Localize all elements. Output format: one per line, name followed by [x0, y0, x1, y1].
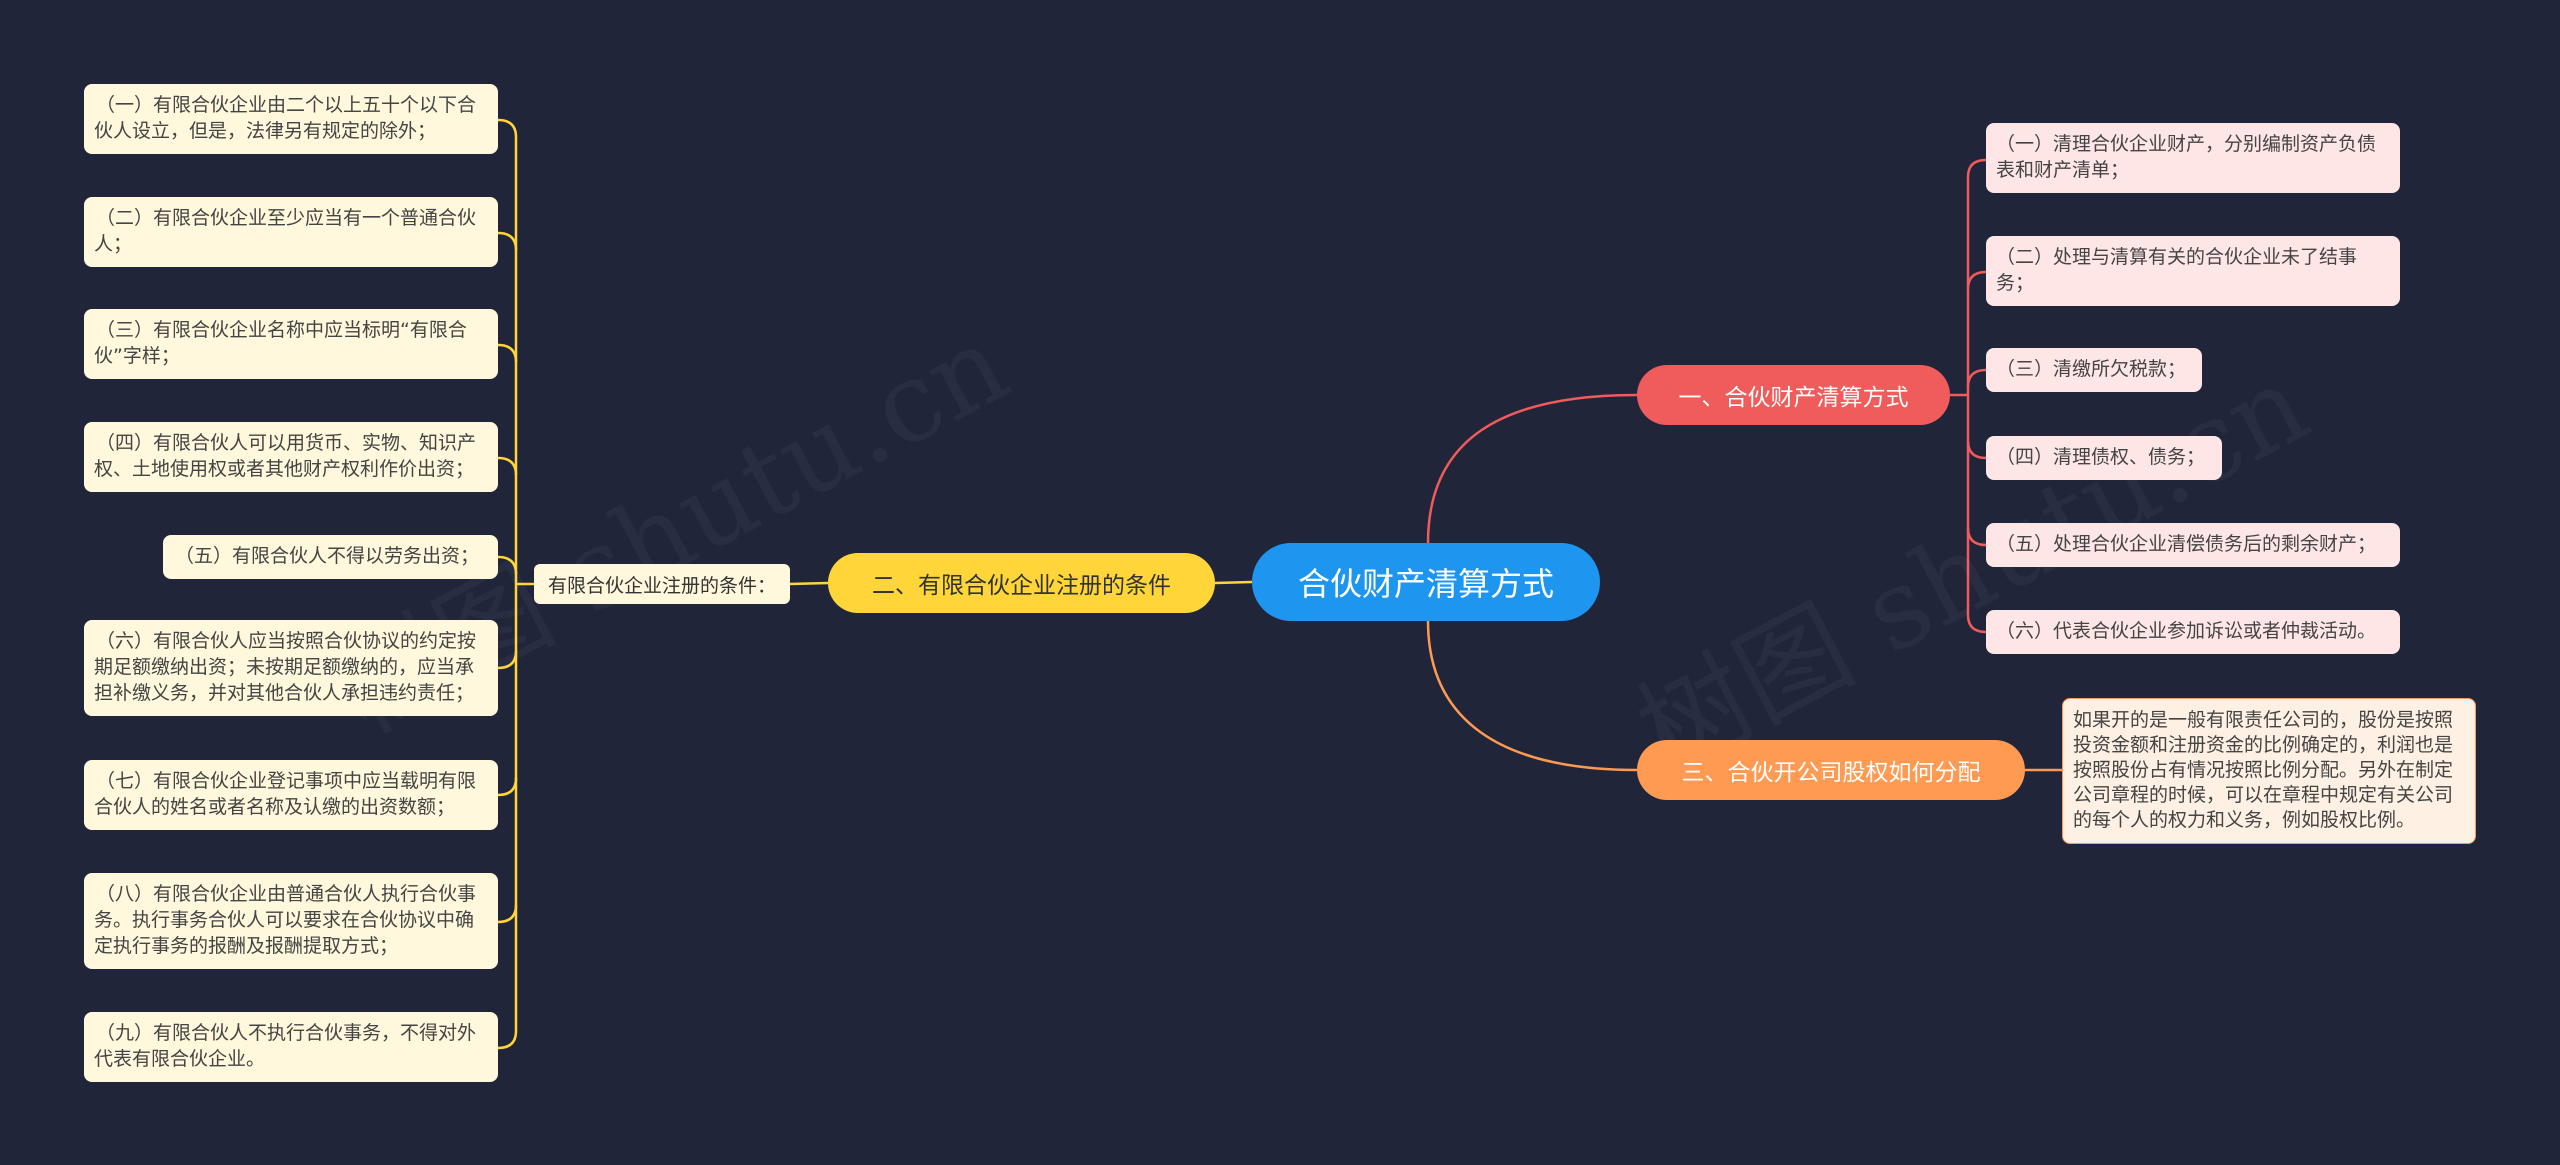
leaf-condition-4[interactable]: （四）有限合伙人可以用货币、实物、知识产权、土地使用权或者其他财产权利作价出资；: [84, 422, 498, 492]
leaf-equity-distribution[interactable]: 如果开的是一般有限责任公司的，股份是按照投资金额和注册资金的比例确定的，利润也是…: [2062, 698, 2476, 844]
leaf-method-6[interactable]: （六）代表合伙企业参加诉讼或者仲裁活动。: [1986, 610, 2400, 654]
leaf-condition-3[interactable]: （三）有限合伙企业名称中应当标明“有限合伙”字样；: [84, 309, 498, 379]
red-tick-1: [1966, 158, 1987, 178]
yellow-tick-8: [497, 904, 518, 924]
leaf-condition-8[interactable]: （八）有限合伙企业由普通合伙人执行合伙事务。执行事务合伙人可以要求在合伙协议中确…: [84, 873, 498, 969]
leaf-method-4[interactable]: （四）清理债权、债务；: [1986, 436, 2222, 480]
branch-topic-3[interactable]: 三、合伙开公司股权如何分配: [1637, 740, 2025, 800]
yellow-tick-2: [497, 231, 518, 251]
leaf-method-1[interactable]: （一）清理合伙企业财产，分别编制资产负债表和财产清单；: [1986, 123, 2400, 193]
yellow-tick-5: [497, 555, 518, 575]
yellow-tick-4: [497, 456, 518, 476]
branch-topic-2[interactable]: 二、有限合伙企业注册的条件: [828, 553, 1215, 613]
leaf-condition-5[interactable]: （五）有限合伙人不得以劳务出资；: [163, 535, 498, 579]
branch-topic-1[interactable]: 一、合伙财产清算方式: [1637, 365, 1950, 425]
leaf-method-5[interactable]: （五）处理合伙企业清偿债务后的剩余财产；: [1986, 523, 2400, 567]
yellow-tick-6: [497, 650, 518, 670]
leaf-condition-2[interactable]: （二）有限合伙企业至少应当有一个普通合伙人；: [84, 197, 498, 267]
yellow-tick-3: [497, 343, 518, 363]
red-tick-3: [1966, 368, 1987, 388]
root-topic[interactable]: 合伙财产清算方式: [1252, 543, 1600, 621]
leaf-condition-6[interactable]: （六）有限合伙人应当按照合伙协议的约定按期足额缴纳出资；未按期足额缴纳的，应当承…: [84, 620, 498, 716]
sub-topic-registration-conditions[interactable]: 有限合伙企业注册的条件：: [534, 564, 790, 604]
link-branch-2-sub: [789, 581, 829, 586]
link-root-branch-3: [1426, 620, 1638, 772]
leaf-condition-7[interactable]: （七）有限合伙企业登记事项中应当载明有限合伙人的姓名或者名称及认缴的出资数额；: [84, 760, 498, 830]
leaf-condition-1[interactable]: （一）有限合伙企业由二个以上五十个以下合伙人设立，但是，法律另有规定的除外；: [84, 84, 498, 154]
red-tick-2: [1966, 270, 1987, 290]
link-root-branch-2: [1214, 580, 1253, 585]
leaf-method-2[interactable]: （二）处理与清算有关的合伙企业未了结事务；: [1986, 236, 2400, 306]
link-root-branch-1: [1426, 393, 1638, 544]
yellow-tick-7: [497, 777, 518, 797]
red-tick-5: [1966, 527, 1987, 547]
leaf-condition-9[interactable]: （九）有限合伙人不执行合伙事务，不得对外代表有限合伙企业。: [84, 1012, 498, 1082]
leaf-method-3[interactable]: （三）清缴所欠税款；: [1986, 348, 2202, 392]
yellow-tick-1: [497, 118, 518, 138]
yellow-tick-9: [497, 1030, 518, 1050]
red-tick-4: [1966, 440, 1987, 460]
red-tick-6: [1966, 614, 1987, 634]
